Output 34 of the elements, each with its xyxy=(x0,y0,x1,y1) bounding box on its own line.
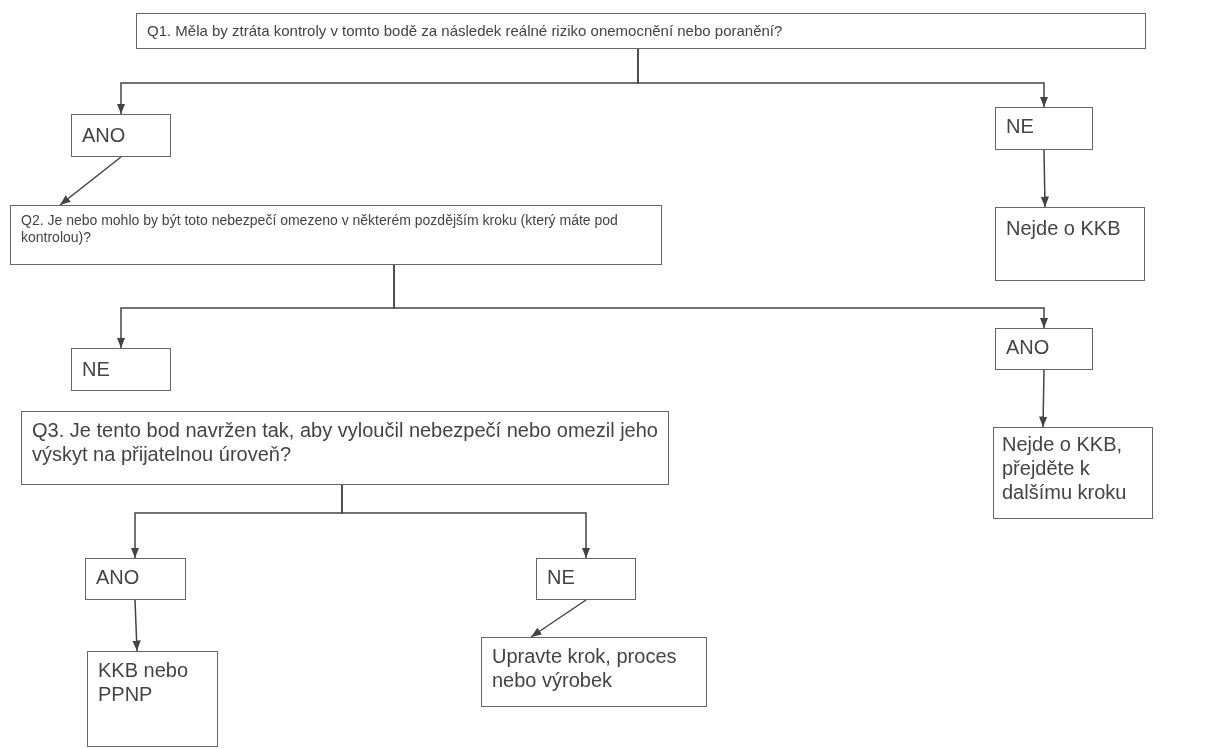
answer-box xyxy=(87,651,218,747)
box-text: NE xyxy=(82,357,111,381)
answer-box xyxy=(995,107,1093,150)
arrow xyxy=(132,599,141,652)
box-text: Q2. Je nebo mohlo by být toto nebezpečí omezeno v některém pozdějším kroku (který máte pod kontrolou)? xyxy=(21,212,619,246)
answer-box xyxy=(71,348,171,391)
answer-box xyxy=(85,558,186,600)
answer-box xyxy=(995,328,1093,370)
arrow xyxy=(393,264,1049,329)
box-text: Nejde o KKB xyxy=(1006,216,1122,240)
box-text: Q3. Je tento bod navržen tak, aby vyloučil nebezpečí nebo omezil jeho výskyt na přijatelnou úroveň? xyxy=(32,418,658,466)
answer-box xyxy=(536,558,636,600)
box-text: NE xyxy=(547,565,576,589)
arrow xyxy=(1040,149,1049,208)
arrow xyxy=(1039,369,1048,428)
question-box xyxy=(136,13,1146,49)
box-text: KKB nebo PPNP xyxy=(98,658,190,706)
box-text: ANO xyxy=(82,123,127,147)
answer-box xyxy=(71,114,171,157)
arrow xyxy=(59,156,122,206)
arrow xyxy=(341,484,591,559)
box-text: ANO xyxy=(1006,335,1051,359)
answer-box xyxy=(993,427,1153,519)
arrow xyxy=(530,599,587,638)
question-box xyxy=(21,411,669,485)
box-text: Nejde o KKB, přejděte k dalšímu kroku xyxy=(1002,432,1128,504)
question-box xyxy=(10,205,662,265)
answer-box xyxy=(995,207,1145,281)
answer-box xyxy=(481,637,707,707)
box-text: ANO xyxy=(96,565,141,589)
box-text: Upravte krok, proces nebo výrobek xyxy=(492,644,678,692)
arrow xyxy=(637,48,1049,108)
box-text: Q1. Měla by ztráta kontroly v tomto bodě za následek reálné riziko onemocnění nebo poranění? xyxy=(147,22,784,40)
box-text: NE xyxy=(1006,114,1035,138)
